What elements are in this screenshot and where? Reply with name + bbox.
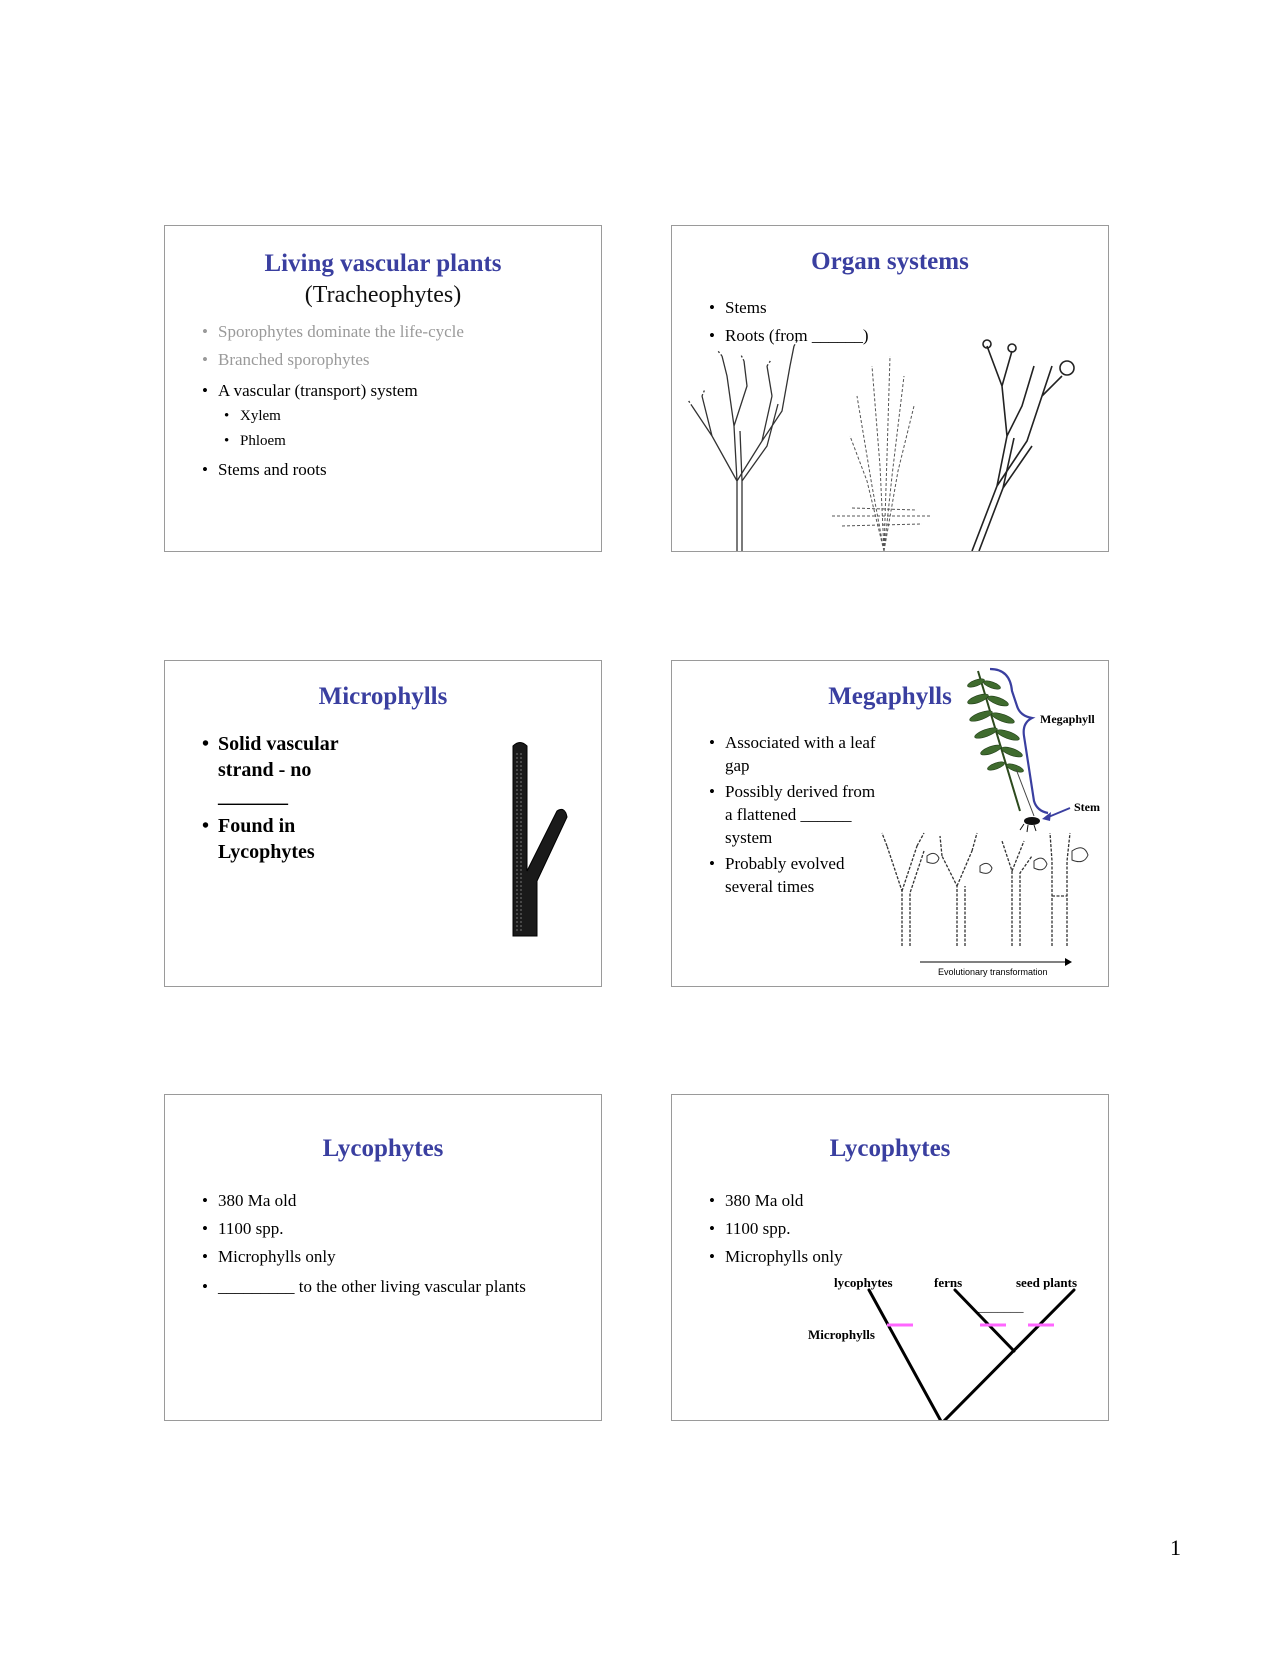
bullet-item: 380 Ma old [709, 1191, 843, 1211]
slide-title: Lycophytes [829, 1135, 951, 1162]
page-number: 1 [1170, 1535, 1181, 1560]
evolutionary-transformation-label: Evolutionary transformation [938, 967, 1048, 977]
bullet-item: 1100 spp. [709, 1219, 843, 1239]
trait-blank: _______ [978, 1299, 1024, 1314]
slide-subtitle: (Tracheophytes) [304, 282, 462, 308]
bullet-item: 380 Ma old [202, 1191, 532, 1211]
taxon-label-seed-plants: seed plants [1016, 1275, 1078, 1290]
bullet-list: Stems and roots [202, 460, 327, 488]
taxon-label-ferns: ferns [934, 1275, 963, 1290]
slide-living-vascular-plants: Living vascular plants (Tracheophytes) S… [164, 225, 602, 552]
bullet-item: Sporophytes dominate the life-cycle [202, 322, 464, 342]
slide-lycophytes-tree: Lycophytes 380 Ma old 1100 spp. Microphy… [671, 1094, 1109, 1421]
sub-bullet-item: Xylem [224, 407, 286, 425]
slide-title: Living vascular plants [264, 250, 502, 277]
tree-branch-ferns [953, 1288, 1016, 1353]
taxon-label-lycophytes: lycophytes [834, 1275, 893, 1290]
microphyll-illustration [512, 742, 568, 937]
bullet-item: 1100 spp. [202, 1219, 532, 1239]
bullet-list: Solid vascular strand - no _______ Found… [202, 731, 352, 869]
bullet-item: Branched sporophytes [202, 350, 464, 370]
megaphyll-illustration [881, 667, 1089, 966]
phylogenetic-tree [867, 1288, 1076, 1420]
sub-bullet-item: Phloem [224, 432, 286, 450]
tree-branch-seed-plants [942, 1288, 1076, 1420]
bullet-list: Stems Roots (from ______) [709, 298, 869, 354]
slide-megaphylls: Megaphylls Associated with a leaf gap Po… [671, 660, 1109, 987]
sub-bullet-list: Xylem Phloem [224, 407, 286, 457]
bullet-item: Stems and roots [202, 460, 327, 480]
bullet-item: A vascular (transport) system [202, 381, 418, 401]
bullet-item: Microphylls only [202, 1247, 532, 1267]
bullet-item: Associated with a leaf gap [709, 731, 879, 777]
bullet-item: Microphylls only [709, 1247, 843, 1267]
bullet-list: A vascular (transport) system [202, 381, 418, 409]
bullet-list: 380 Ma old 1100 spp. Microphylls only [709, 1191, 843, 1275]
stem-label: Stem [1074, 800, 1100, 814]
bullet-item: Stems [709, 298, 869, 318]
slide-lycophytes: Lycophytes 380 Ma old 1100 spp. Microphy… [164, 1094, 602, 1421]
grey-bullet-list: Sporophytes dominate the life-cycle Bran… [202, 322, 464, 378]
slide-title: Organ systems [811, 248, 969, 275]
plant-drawings-illustration [687, 339, 1075, 551]
bullet-item: _________ to the other living vascular p… [202, 1275, 532, 1298]
slide-title: Megaphylls [828, 683, 952, 710]
tree-branch-lycophytes [867, 1288, 943, 1420]
bullet-item: Probably evolved several times [709, 852, 879, 898]
megaphyll-label: Megaphyll [1040, 712, 1095, 726]
bullet-list: 380 Ma old 1100 spp. Microphylls only __… [202, 1191, 532, 1306]
bullet-item: Roots (from ______) [709, 326, 869, 346]
trait-label-microphylls: Microphylls [808, 1327, 875, 1342]
slide-organ-systems: Organ systems Stems Roots (from ______) [671, 225, 1109, 552]
bullet-item: Solid vascular strand - no _______ [202, 731, 352, 809]
bullet-item: Found in Lycophytes [202, 813, 352, 865]
slide-microphylls: Microphylls Solid vascular strand - no _… [164, 660, 602, 987]
bullet-item: Possibly derived from a flattened ______… [709, 780, 879, 849]
slide-title: Lycophytes [322, 1135, 444, 1162]
slide-title: Microphylls [318, 683, 448, 710]
bullet-list: Associated with a leaf gap Possibly deri… [709, 731, 879, 901]
